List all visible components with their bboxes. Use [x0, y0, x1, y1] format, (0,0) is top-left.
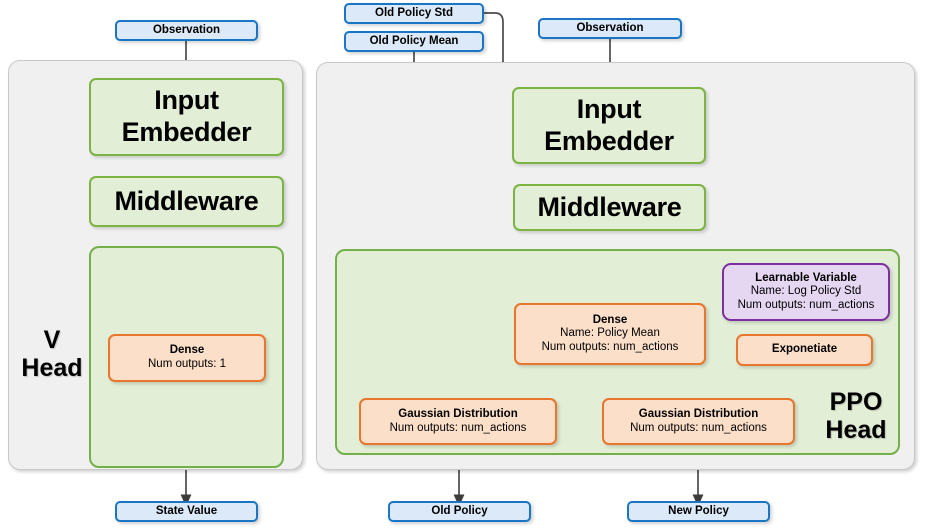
ppo-new-policy-output-label: New Policy [668, 504, 729, 517]
ppo-learnable-variable[interactable]: Learnable Variable Name: Log Policy Std … [722, 263, 890, 321]
ppo-new-policy-output[interactable]: New Policy [627, 501, 770, 522]
ppo-learnable-variable-name: Name: Log Policy Std [750, 285, 862, 298]
ppo-dense-name: Name: Policy Mean [560, 327, 660, 340]
v-head-middleware-label: Middleware [114, 185, 259, 216]
v-head-observation-label: Observation [152, 23, 221, 36]
v-head-dense-title: Dense [169, 344, 205, 357]
v-head-label: V Head [16, 326, 88, 382]
v-head-label-line1: V [43, 326, 61, 354]
ppo-exponentiate-label: Exponetiate [771, 343, 838, 356]
ppo-old-policy-std-input[interactable]: Old Policy Std [344, 3, 484, 24]
ppo-gaussian-distribution-new[interactable]: Gaussian Distribution Num outputs: num_a… [602, 398, 795, 445]
ppo-old-policy-std-label: Old Policy Std [375, 6, 453, 19]
v-head-state-value-label: State Value [155, 504, 218, 517]
ppo-old-policy-output-label: Old Policy [431, 504, 488, 517]
ppo-old-policy-mean-label: Old Policy Mean [369, 34, 459, 47]
ppo-observation-label: Observation [576, 21, 644, 34]
v-head-middleware[interactable]: Middleware [89, 176, 284, 227]
v-head-dense[interactable]: Dense Num outputs: 1 [108, 334, 266, 382]
ppo-middleware-label: Middleware [537, 191, 682, 222]
v-head-state-value-output[interactable]: State Value [115, 501, 258, 522]
ppo-learnable-variable-title: Learnable Variable [755, 271, 857, 284]
ppo-exponentiate[interactable]: Exponetiate [736, 334, 873, 366]
v-head-dense-num-outputs: Num outputs: 1 [148, 358, 226, 370]
ppo-observation-input[interactable]: Observation [538, 18, 682, 39]
ppo-middleware[interactable]: Middleware [513, 184, 706, 231]
ppo-input-embedder-label: Input Embedder [544, 93, 674, 156]
ppo-learnable-variable-num-outputs: Num outputs: num_actions [737, 298, 875, 311]
ppo-gaussian-old-num-outputs: Num outputs: num_actions [389, 421, 527, 434]
ppo-gaussian-distribution-old[interactable]: Gaussian Distribution Num outputs: num_a… [359, 398, 557, 445]
ppo-dense-policy-mean[interactable]: Dense Name: Policy Mean Num outputs: num… [514, 303, 706, 365]
ppo-input-embedder[interactable]: Input Embedder [512, 87, 706, 164]
ppo-gaussian-old-title: Gaussian Distribution [398, 407, 518, 420]
ppo-head-label-line1: PPO [829, 388, 883, 416]
ppo-dense-title: Dense [592, 313, 628, 326]
v-head-label-line2: Head [21, 354, 83, 382]
v-head-input-embedder[interactable]: Input Embedder [89, 78, 284, 156]
ppo-old-policy-mean-input[interactable]: Old Policy Mean [344, 31, 484, 52]
ppo-gaussian-new-num-outputs: Num outputs: num_actions [630, 421, 767, 434]
ppo-head-label: PPO Head [812, 388, 900, 444]
v-head-input-embedder-label: Input Embedder [121, 85, 252, 147]
v-head-observation-input[interactable]: Observation [115, 20, 258, 41]
ppo-dense-num-outputs: Num outputs: num_actions [541, 340, 679, 353]
ppo-head-label-line2: Head [825, 416, 887, 444]
ppo-gaussian-new-title: Gaussian Distribution [638, 407, 759, 420]
ppo-old-policy-output[interactable]: Old Policy [388, 501, 531, 522]
